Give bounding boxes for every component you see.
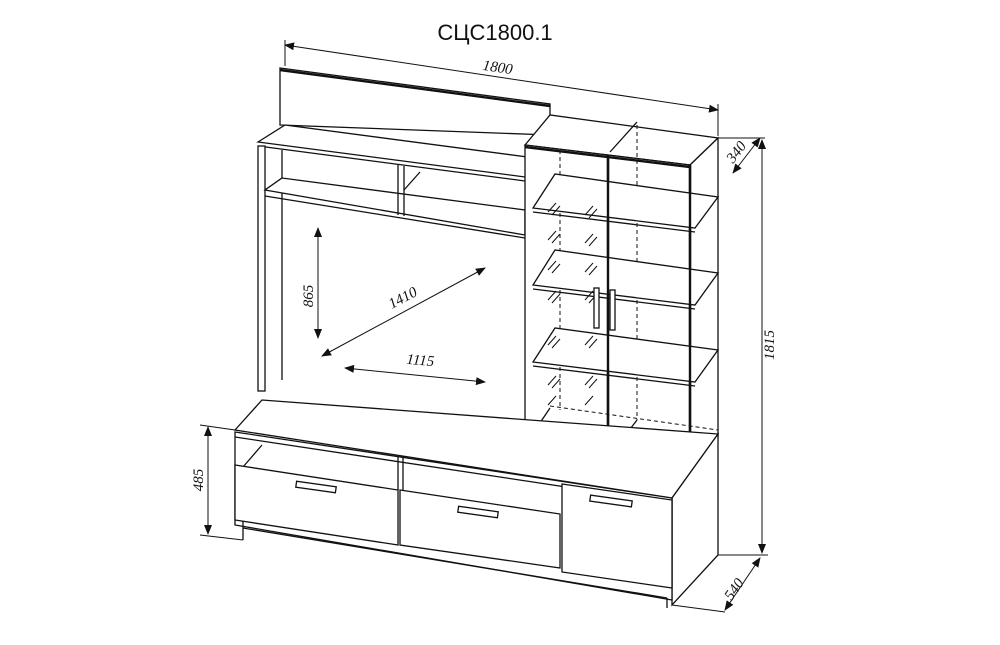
upper-left-frame (256, 124, 552, 392)
tv-height-label: 865 (301, 284, 317, 307)
tv-dimensions: 865 1410 1115 (301, 227, 486, 386)
glass-reflection-marks (547, 202, 598, 406)
width-label: 1800 (482, 58, 515, 78)
drawer-left[interactable] (234, 464, 399, 546)
base-height-label: 485 (191, 468, 207, 491)
drawer-handle[interactable] (295, 480, 337, 494)
tv-width-label: 1115 (406, 352, 436, 370)
door-handle[interactable] (589, 494, 633, 508)
door-handle[interactable] (593, 287, 600, 329)
drawing-title: СЦС1800.1 (437, 20, 552, 45)
door-right[interactable] (561, 483, 673, 589)
drawer-handle[interactable] (457, 505, 499, 519)
door-handle[interactable] (609, 289, 616, 331)
height-label: 1815 (762, 330, 778, 361)
glass-cabinet (523, 114, 720, 472)
tv-stand (233, 399, 720, 608)
base-depth-label: 540 (722, 575, 748, 603)
glass-shelf (531, 173, 720, 233)
tv-diagonal-label: 1410 (386, 284, 420, 312)
drawer-middle[interactable] (399, 489, 561, 569)
back-panel (279, 67, 551, 136)
glass-shelf (531, 327, 720, 387)
top-depth-label: 340 (723, 138, 750, 167)
